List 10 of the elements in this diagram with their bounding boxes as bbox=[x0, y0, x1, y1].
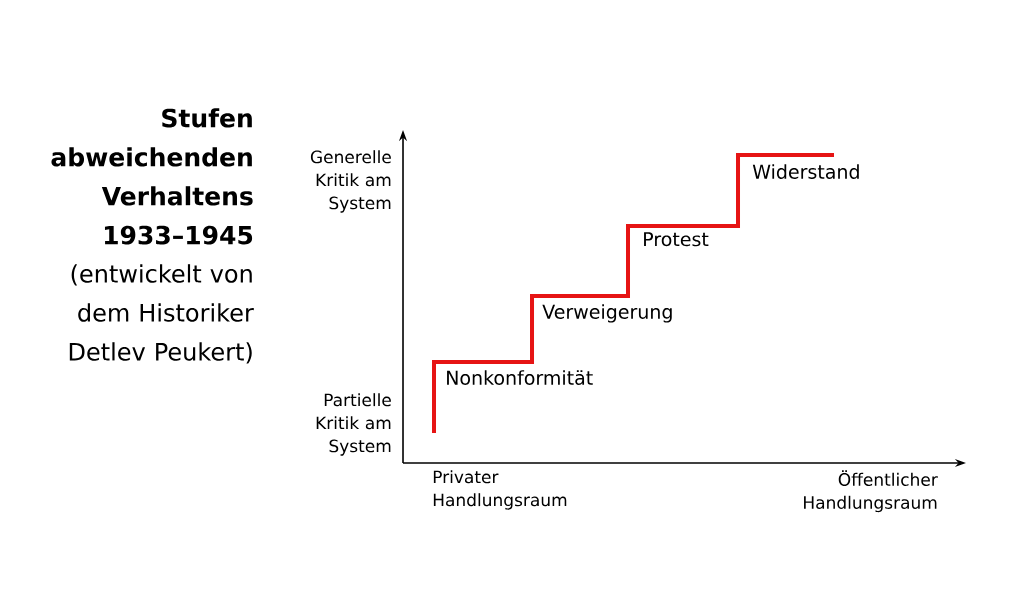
axis-label: Partielle Kritik am System bbox=[316, 393, 391, 456]
step-label: Verweigerung bbox=[542, 304, 672, 323]
step-label: Protest bbox=[644, 232, 709, 247]
axis-label: Generelle Kritik am System bbox=[310, 150, 391, 213]
step-label: Nonkonformität bbox=[447, 370, 593, 385]
axis-label: Öffentlicher Handlungsraum bbox=[804, 470, 938, 513]
title: Stufen abweichenden Verhaltens 1933–1945 bbox=[51, 108, 253, 245]
caption: (entwickelt von dem Historiker Detlev Peukert) bbox=[69, 264, 254, 364]
step-label: Widerstand bbox=[752, 164, 859, 179]
axis-label: Privater Handlungsraum bbox=[433, 470, 567, 510]
